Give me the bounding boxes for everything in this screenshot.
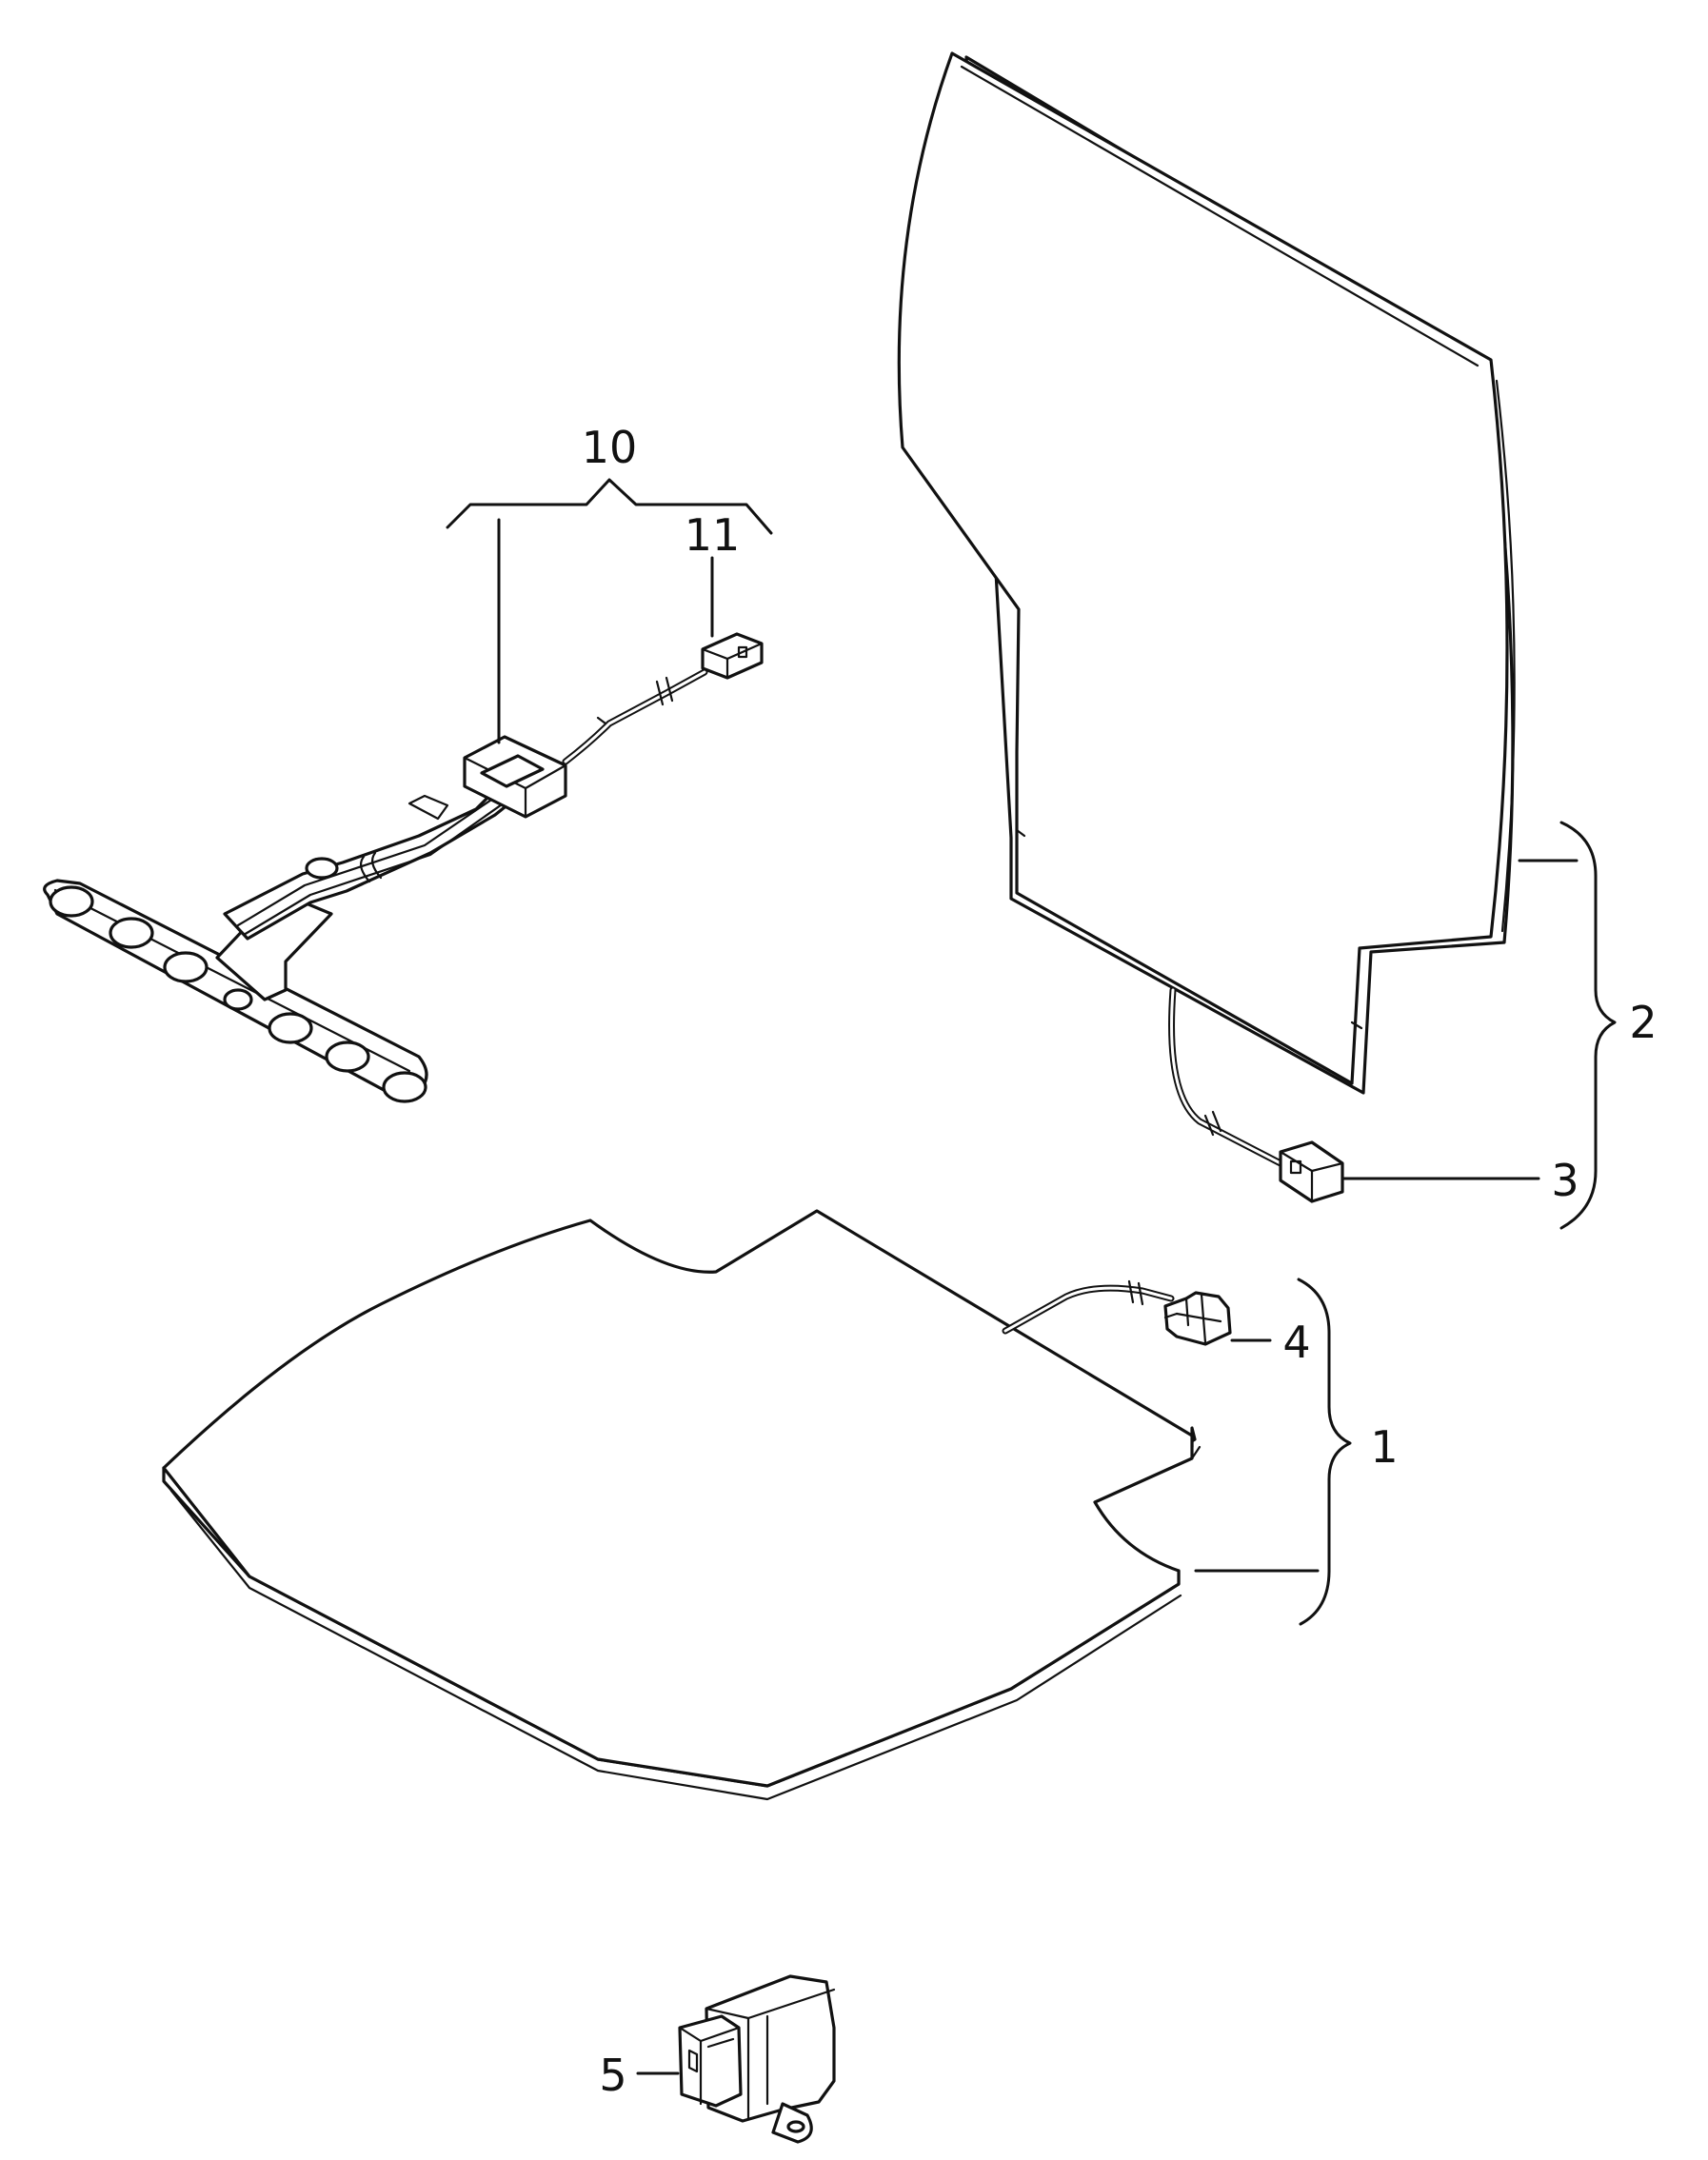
control-unit[interactable] [678,1974,836,2144]
callout-4: 4 [1282,1317,1310,1368]
backrest-connector[interactable] [1279,1140,1344,1203]
occupancy-sensor-mat[interactable] [43,668,708,1103]
backrest-wire [1168,986,1284,1167]
seat-connector[interactable] [1163,1291,1232,1346]
bracket-10 [446,478,773,535]
seat-heating-mat[interactable] [162,1209,1202,1801]
sensor-connector[interactable] [701,632,764,680]
callout-5: 5 [599,2050,626,2101]
backrest-heating-mat[interactable] [897,51,1516,1095]
callout-11: 11 [685,509,741,561]
callout-2: 2 [1629,997,1657,1048]
bracket-2 [1559,821,1617,1230]
bracket-1 [1297,1278,1352,1626]
callout-1: 1 [1370,1421,1398,1473]
callout-3: 3 [1551,1155,1579,1206]
seat-wire [1002,1279,1175,1335]
callout-10: 10 [582,422,638,473]
